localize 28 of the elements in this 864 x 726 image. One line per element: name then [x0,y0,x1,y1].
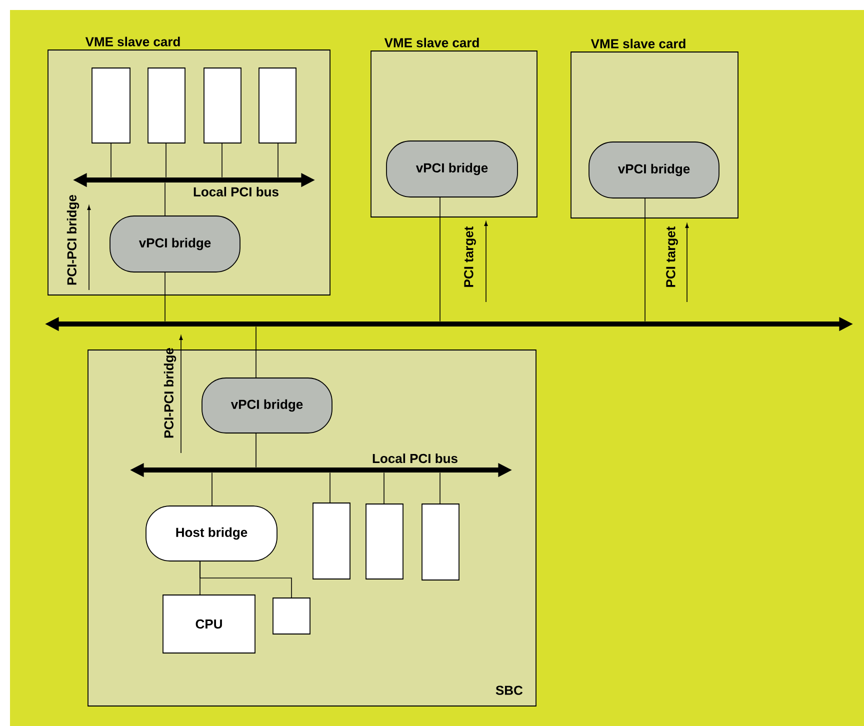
slot-box [92,68,130,144]
connector-line [200,561,292,598]
bridge-box: vPCI bridge [588,142,720,198]
cpu-box: CPU [162,594,256,654]
rotated-label: PCI-PCI bridge [66,194,80,285]
host-bridge-box: Host bridge [146,506,278,562]
node-label: VME slave card [384,38,479,48]
bridge-box: vPCI bridge [110,216,240,272]
rotated-label: PCI target [464,226,476,287]
slot-box [148,68,186,144]
bridge-box: vPCI bridge [386,140,518,198]
node-label: VME slave card [590,38,686,48]
slot-box [422,504,460,580]
connector-line [644,198,646,322]
slot-box [366,504,404,580]
slot-box [204,68,242,144]
slot-box [272,598,310,634]
node-label: Local PCI bus [372,454,458,464]
node-label: Local PCI bus [194,186,278,196]
slot-box [312,502,350,580]
connector-line [164,182,166,216]
rotated-label: PCI-PCI bridge [164,348,176,438]
rotated-label: PCI target [666,226,678,287]
bridge-box: vPCI bridge [202,378,332,434]
slot-box [258,68,296,144]
connector-line [164,272,166,322]
node-label: VME slave card [85,36,180,46]
connector-line [110,143,112,178]
